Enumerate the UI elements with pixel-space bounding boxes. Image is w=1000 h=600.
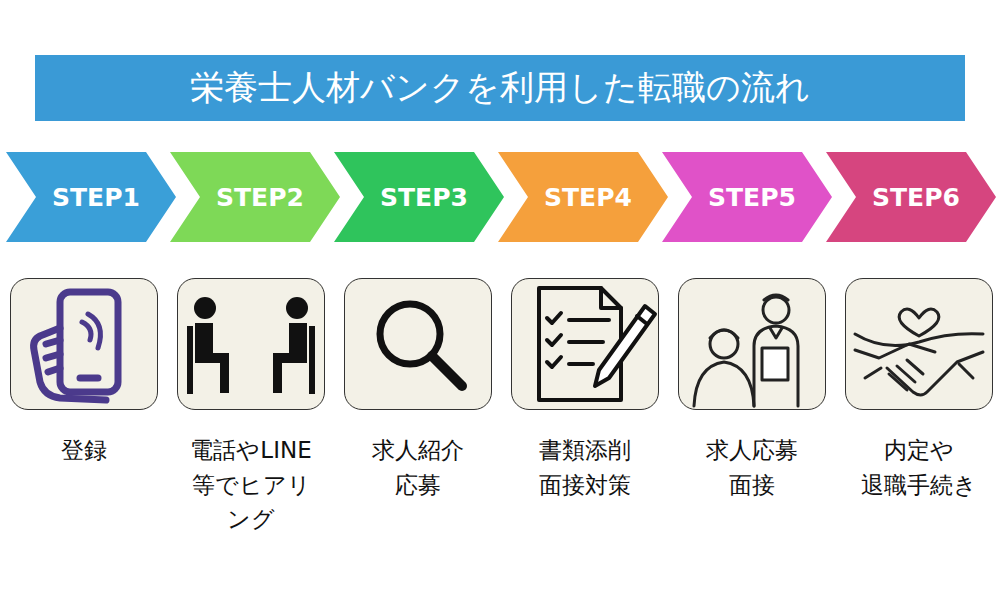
step-caption: 内定や 退職手続き [848, 433, 990, 502]
magnifier-icon [380, 304, 462, 386]
step-label: STEP2 [216, 183, 304, 212]
icon-box: 求人紹介 応募 [344, 278, 492, 410]
icon-box: 求人応募 面接 [678, 278, 826, 410]
icon-box: 電話やLINE 等でヒアリ ング [177, 278, 325, 410]
step-caption: 登録 [13, 433, 155, 468]
step-caption: 電話やLINE 等でヒアリ ング [180, 433, 322, 537]
icon-box: 登録 [10, 278, 158, 410]
title-text: 栄養士人材バンクを利用した転職の流れ [190, 65, 810, 111]
step-chevron: STEP2 [170, 152, 340, 242]
step-chevron: STEP5 [662, 152, 832, 242]
step-chevron: STEP4 [498, 152, 668, 242]
box-fills [10, 278, 993, 410]
phone-icon [34, 292, 118, 400]
handshake-icon [855, 309, 983, 395]
document-icon [539, 288, 655, 400]
icon-box: 書類添削 面接対策 [511, 278, 659, 410]
title-banner: 栄養士人材バンクを利用した転職の流れ [35, 55, 965, 121]
step-label: STEP5 [708, 183, 796, 212]
step-label: STEP3 [380, 183, 468, 212]
step-label: STEP4 [544, 183, 632, 212]
step-chevron: STEP1 [6, 152, 176, 242]
icon-box: 内定や 退職手続き [845, 278, 993, 410]
step-chevron: STEP3 [334, 152, 504, 242]
step-caption: 求人紹介 応募 [347, 433, 489, 502]
step-label: STEP6 [872, 183, 960, 212]
step-chevron: STEP6 [826, 152, 996, 242]
interview-icon [694, 295, 798, 406]
people-icon [187, 297, 315, 394]
step-label: STEP1 [52, 183, 140, 212]
step-caption: 書類添削 面接対策 [514, 433, 656, 502]
step-caption: 求人応募 面接 [681, 433, 823, 502]
